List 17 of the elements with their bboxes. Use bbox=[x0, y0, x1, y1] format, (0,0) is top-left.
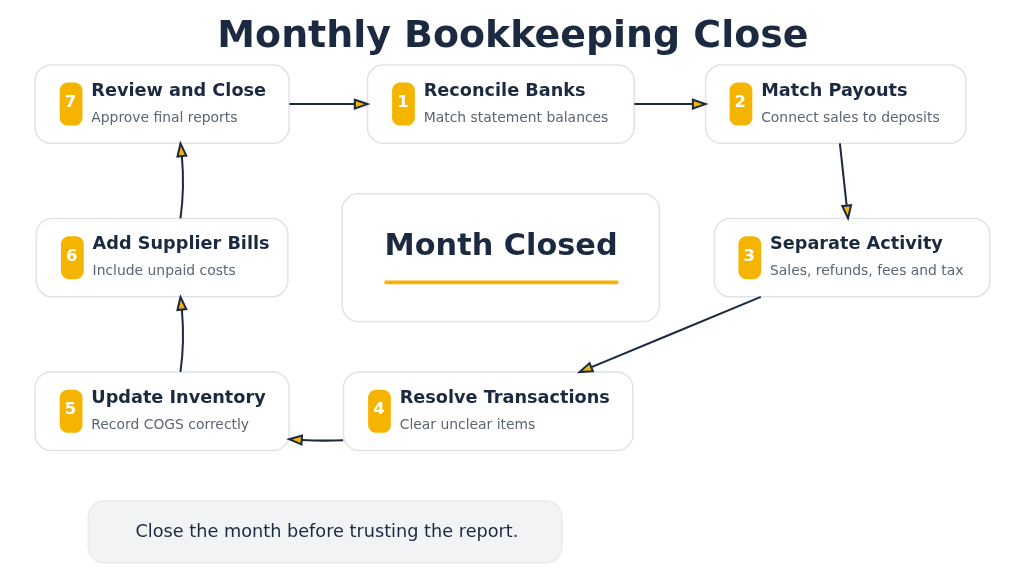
node-box: 4 Resolve Transactions Clear unclear items bbox=[342, 371, 634, 452]
node-box: 1 Reconcile Banks Match statement balances bbox=[366, 64, 635, 145]
node-box: Close the month before trusting the report. bbox=[87, 500, 563, 564]
arrow bbox=[175, 140, 188, 219]
node-box: 3 Separate Activity Sales, refunds, fees and tax bbox=[713, 217, 991, 298]
arrow bbox=[576, 295, 761, 374]
diagram-title: Monthly Bookkeeping Close bbox=[216, 12, 808, 57]
arrow bbox=[838, 143, 852, 222]
node-box: 2 Match Payouts Connect sales to deposits bbox=[704, 64, 967, 145]
arrow bbox=[633, 98, 709, 110]
node-box: 7 Review and Close Approve final reports bbox=[33, 64, 290, 145]
arrow bbox=[288, 98, 371, 110]
arrow bbox=[175, 294, 188, 372]
node-box: 6 Add Supplier Bills Include unpaid costs bbox=[35, 217, 289, 298]
node-box: 5 Update Inventory Record COGS correctly bbox=[33, 371, 290, 452]
node-box: Month Closed bbox=[340, 193, 660, 323]
arrow bbox=[285, 434, 343, 446]
